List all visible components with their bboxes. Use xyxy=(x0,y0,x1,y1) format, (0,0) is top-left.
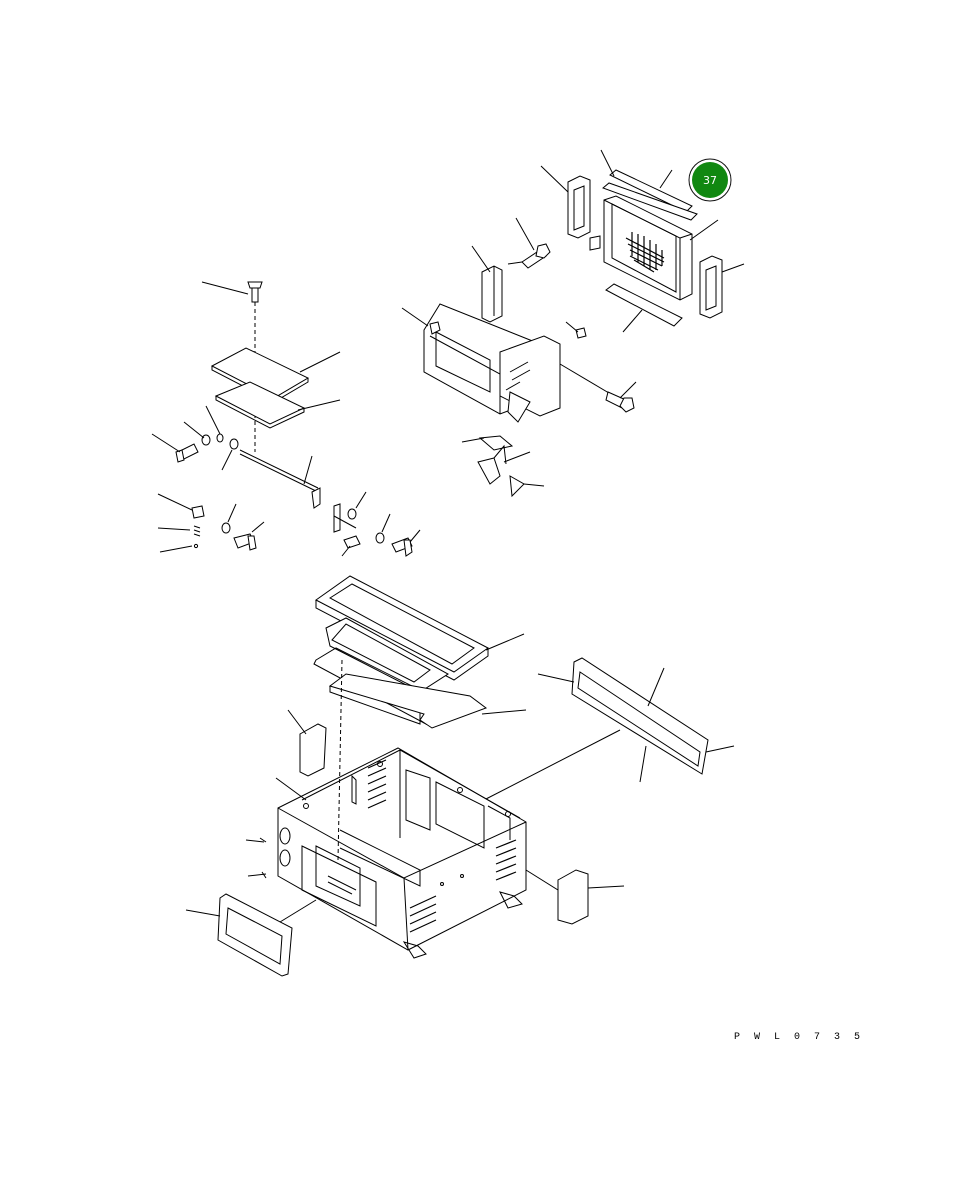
numbered-callout-icon[interactable]: 37 xyxy=(688,158,732,202)
side-pad-left xyxy=(287,709,327,777)
tray-top xyxy=(315,575,525,681)
seal-pad-left xyxy=(540,165,591,239)
nut-spring-set xyxy=(157,493,265,553)
duct-housing xyxy=(401,303,561,423)
washers-left xyxy=(183,405,239,471)
filter-panel xyxy=(483,657,735,801)
seal-pad-right xyxy=(699,255,745,319)
heater-core-assembly xyxy=(401,149,745,498)
control-plate-assembly xyxy=(151,281,421,557)
clip-small xyxy=(341,535,361,557)
brackets-small xyxy=(311,487,357,533)
heater-core xyxy=(589,195,719,301)
callout-number: 37 xyxy=(703,174,717,187)
vane-parts xyxy=(461,435,545,498)
cabinet-body xyxy=(245,659,527,959)
washers-right xyxy=(347,491,391,544)
drawing-code: P W L 0 7 3 5 xyxy=(734,1032,865,1043)
gasket-middle xyxy=(313,617,527,729)
bolt-top xyxy=(507,217,551,269)
bolt-left xyxy=(151,433,199,463)
rod-bar xyxy=(239,449,319,493)
bolt-right-small xyxy=(391,529,421,557)
seal-strip-bottom xyxy=(605,283,683,333)
bracket-upright xyxy=(471,245,503,323)
plate-lower xyxy=(214,381,341,429)
core-mesh xyxy=(625,232,665,273)
bolt-right xyxy=(559,363,637,413)
screw-top xyxy=(201,281,263,303)
lower-cabinet-assembly xyxy=(185,575,735,977)
nut-right xyxy=(565,321,587,339)
front-frame xyxy=(185,893,317,977)
seal-strips-top xyxy=(600,149,698,221)
side-pad-right xyxy=(525,869,625,925)
